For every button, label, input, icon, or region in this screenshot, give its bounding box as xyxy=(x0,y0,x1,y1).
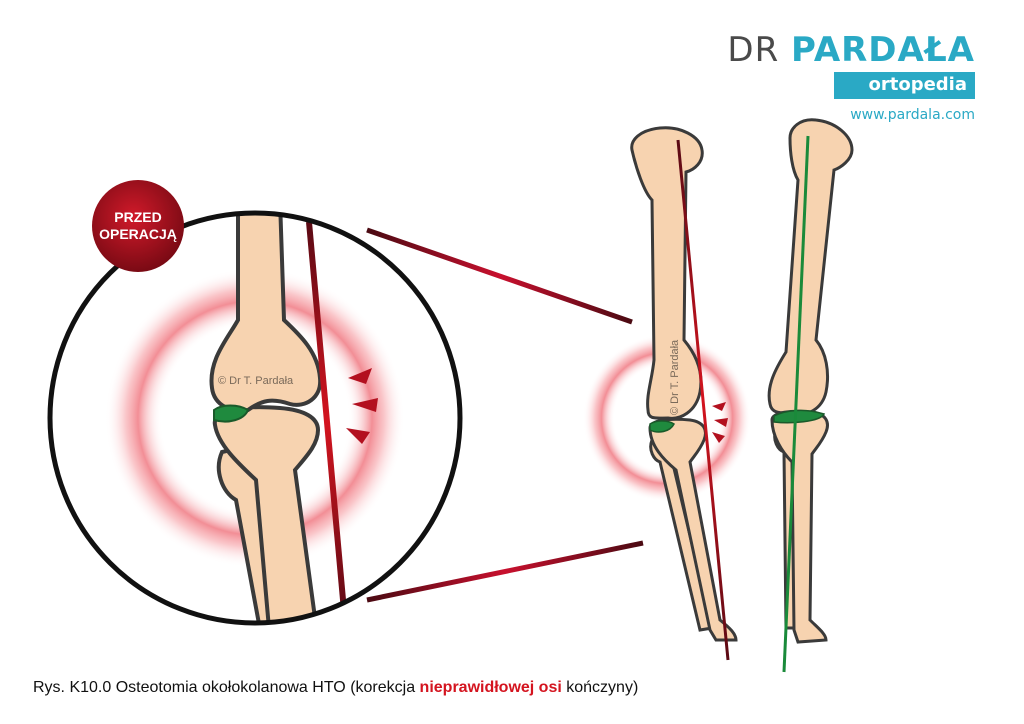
caption-after: kończyny) xyxy=(561,679,639,696)
watermark-text: © Dr T. Pardała xyxy=(218,375,294,387)
axis-line-incorrect xyxy=(306,221,348,623)
badge-line-2: OPERACJĄ xyxy=(99,226,177,242)
femur-bone xyxy=(209,213,323,413)
axis-line-incorrect-small xyxy=(676,139,730,661)
connector-line-top xyxy=(366,227,633,325)
cartilage-small xyxy=(649,420,675,433)
brand-name: DR PARDAŁA xyxy=(727,30,975,70)
badge-line-1: PRZED xyxy=(114,209,161,225)
femur-bone-corrected xyxy=(767,118,854,416)
leg-before-surgery: © Dr T. Pardała xyxy=(583,126,751,661)
caption-before: Rys. K10.0 Osteotomia okołokolanowa HTO … xyxy=(33,679,420,696)
axis-line-correct xyxy=(782,135,810,673)
pressure-arrows xyxy=(346,368,378,444)
watermark-text-small: © Dr T. Pardała xyxy=(669,339,681,415)
knee-zoom-view: © Dr T. Pardała xyxy=(47,210,463,626)
figure-caption: Rys. K10.0 Osteotomia okołokolanowa HTO … xyxy=(33,679,638,697)
tibia-bone-corrected xyxy=(770,409,829,644)
brand-prefix: DR xyxy=(727,30,780,70)
brand-logo: DR PARDAŁA ortopedia www.pardala.com xyxy=(727,30,975,123)
caption-highlight: nieprawidłowej osi xyxy=(419,679,562,696)
pressure-arrows-small xyxy=(712,402,728,443)
cartilage-medial xyxy=(213,404,250,423)
cartilage-corrected xyxy=(773,409,826,424)
status-badge: PRZED OPERACJĄ xyxy=(92,180,184,272)
tibia-bone-small xyxy=(648,417,738,642)
brand-tagline: ortopedia xyxy=(834,72,975,99)
brand-surname: PARDAŁA xyxy=(791,30,975,70)
connector-line-bottom xyxy=(366,540,644,603)
leg-after-surgery xyxy=(767,118,854,673)
brand-url: www.pardala.com xyxy=(850,107,975,123)
